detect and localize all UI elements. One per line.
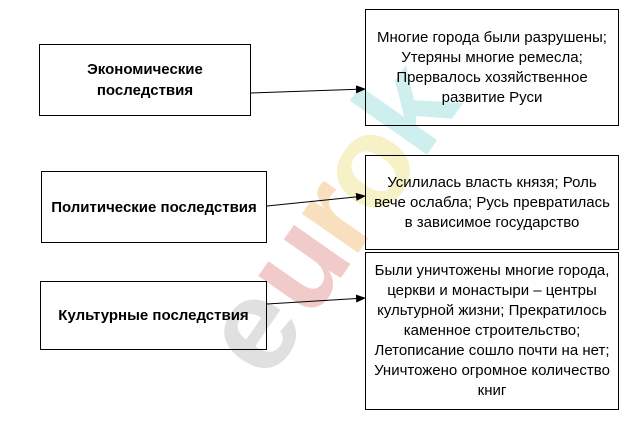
arrow-economic xyxy=(250,85,366,94)
category-political-label: Политические последствия xyxy=(51,198,257,216)
consequence-cultural: Были уничтожены многие города, церкви и … xyxy=(365,252,619,410)
category-economic: Экономические последствия xyxy=(39,44,251,116)
category-cultural-label: Культурные последствия xyxy=(58,307,249,324)
consequence-political-text: Усилилась власть князя; Роль вече ослабл… xyxy=(374,173,610,231)
consequence-economic: Многие города были разрушены; Утеряны мн… xyxy=(365,9,619,126)
consequence-economic-text: Многие города были разрушены; Утеряны мн… xyxy=(377,28,607,106)
arrow-political xyxy=(266,192,366,207)
category-economic-label: Экономические последствия xyxy=(87,61,203,99)
consequence-cultural-text: Были уничтожены многие города, церкви и … xyxy=(374,262,610,399)
category-cultural: Культурные последствия xyxy=(40,281,267,350)
arrow-cultural xyxy=(266,294,366,305)
consequence-political: Усилилась власть князя; Роль вече ослабл… xyxy=(365,155,619,250)
category-political: Политические последствия xyxy=(41,171,267,243)
